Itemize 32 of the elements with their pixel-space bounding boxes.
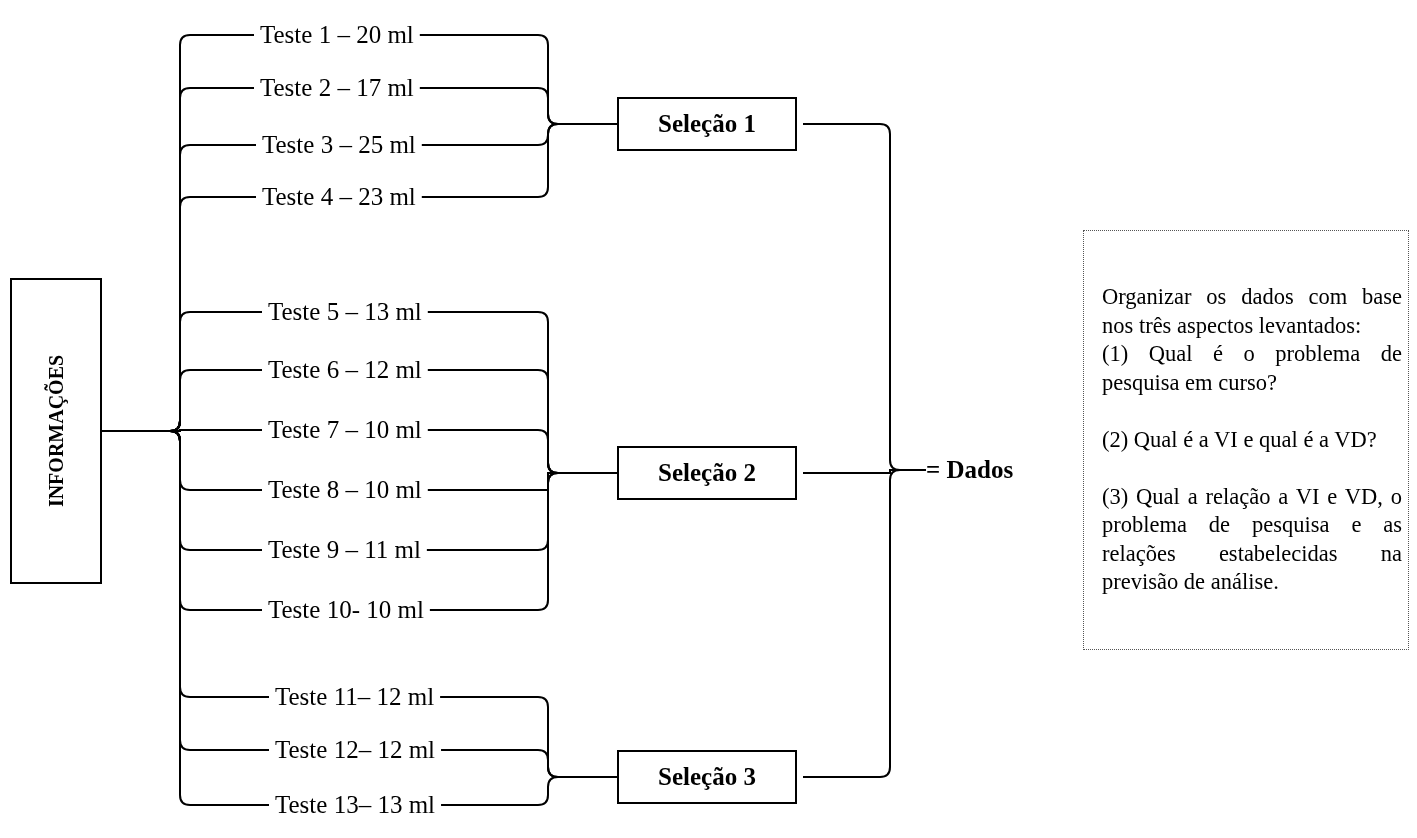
note-text: (1) Qual é o problema de pesquisa em curso? [1102, 340, 1402, 397]
selection-label: Seleção 3 [658, 763, 756, 791]
result-label: = Dados [926, 455, 1014, 485]
note-box [1083, 230, 1409, 650]
test-label: Teste 11– 12 ml [275, 682, 435, 712]
note-text: (3) Qual a relação a VI e VD, o problema de pesquisa e as relações estabelecidas na previsão de análise. [1102, 482, 1402, 597]
test-label: Teste 2 – 17 ml [260, 73, 414, 103]
vertical-box [10, 278, 102, 584]
test-label: Teste 13– 13 ml [275, 790, 436, 820]
note-text: (2) Qual é a VI e qual é a VD? [1102, 425, 1378, 454]
test-label: Teste 7 – 10 ml [268, 415, 422, 445]
test-label: Teste 10- 10 ml [268, 595, 424, 625]
test-label: Teste 8 – 10 ml [268, 475, 422, 505]
selection-box [617, 750, 797, 804]
test-label: Teste 4 – 23 ml [262, 182, 416, 212]
test-label: Teste 5 – 13 ml [268, 297, 422, 327]
brace-connector [440, 776, 618, 806]
brace-connector [420, 123, 618, 198]
test-label: Teste 9 – 11 ml [268, 535, 421, 565]
test-label: Teste 6 – 12 ml [268, 355, 422, 385]
selection-box [617, 97, 797, 151]
brace-connector [428, 472, 618, 611]
vertical-label: INFORMAÇÕES [44, 354, 68, 508]
note-text: Organizar os dados com base nos três aspectos levantados: [1102, 283, 1402, 340]
brace-connector [802, 469, 927, 778]
brace-connector [101, 429, 263, 432]
test-label: Teste 12– 12 ml [275, 735, 436, 765]
selection-label: Seleção 2 [658, 459, 756, 487]
selection-box [617, 446, 797, 500]
selection-label: Seleção 1 [658, 110, 756, 138]
test-label: Teste 1 – 20 ml [260, 20, 414, 50]
test-label: Teste 3 – 25 ml [262, 130, 416, 160]
